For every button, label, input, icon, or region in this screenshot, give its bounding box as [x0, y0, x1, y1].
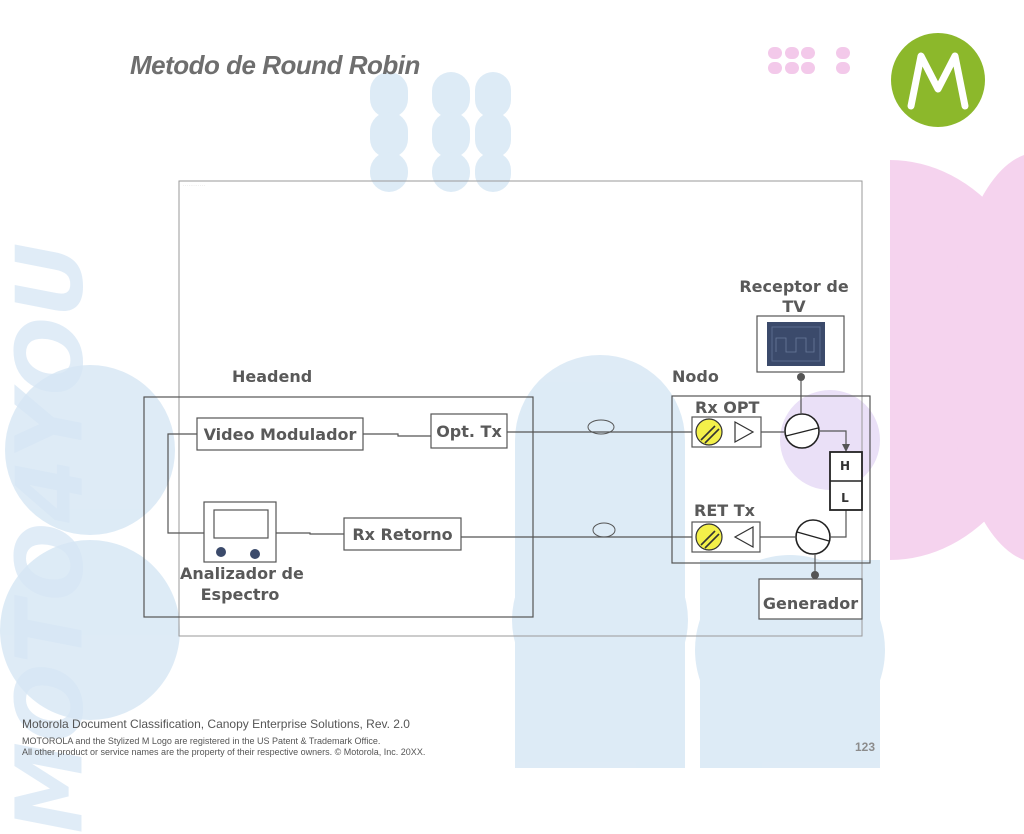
page-number: 123	[854, 740, 875, 754]
diagram-frame	[178, 180, 863, 637]
nodo-label: Nodo	[672, 367, 719, 386]
video-modulador-label: Video Modulador	[203, 424, 357, 444]
rx-retorno-box	[343, 517, 462, 551]
footer-trademark: MOTOROLA and the Stylized M Logo are reg…	[22, 736, 381, 746]
round-robin-diagram	[143, 180, 871, 637]
rx-retorno-label: Rx Retorno	[352, 524, 453, 544]
diplexer-h-label: H	[839, 459, 851, 473]
ret-tx-module-icon	[691, 521, 761, 553]
analizador-label-line2: Espectro	[200, 585, 280, 604]
page-title: Metodo de Round Robin	[130, 50, 420, 80]
return-amplifier-icon	[795, 519, 831, 555]
nodo-box	[671, 395, 871, 564]
tv-screen-icon	[767, 322, 825, 366]
video-modulador-box	[196, 417, 364, 451]
spectrum-analyzer-icon	[203, 501, 277, 563]
diplexer-l-label: L	[841, 491, 849, 505]
generador-label: Generador	[762, 593, 859, 613]
opt-tx-box	[430, 413, 508, 449]
receptor-label-line2: TV	[782, 297, 806, 316]
forward-amplifier-icon	[784, 413, 820, 449]
motorola-logo-icon	[891, 33, 985, 127]
rx-opt-module-icon	[691, 416, 762, 448]
footer-copyright: All other product or service names are t…	[22, 747, 426, 757]
frame-caption: · · · · · · · · · · · ·	[183, 183, 205, 187]
analizador-label-line1: Analizador de	[180, 564, 304, 583]
generador-box	[758, 578, 863, 620]
rx-opt-label: Rx OPT	[695, 398, 760, 417]
opt-tx-label: Opt. Tx	[436, 421, 502, 441]
headend-label: Headend	[232, 367, 313, 386]
headend-box	[143, 396, 534, 618]
ret-tx-label: RET Tx	[694, 501, 755, 520]
footer-classification: Motorola Document Classification, Canopy…	[22, 717, 410, 731]
receptor-label-line1: Receptor de	[739, 277, 849, 296]
background-decoration	[0, 33, 1024, 768]
